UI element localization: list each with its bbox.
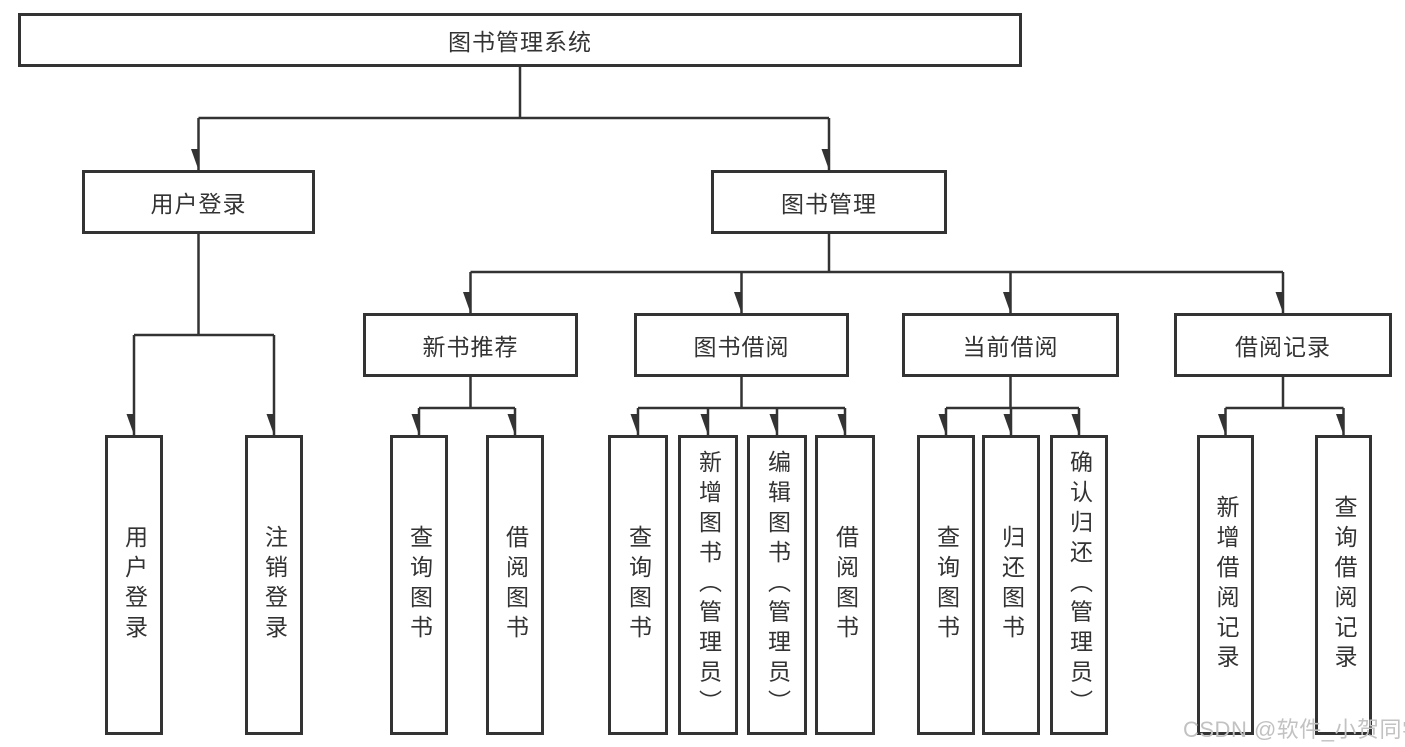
leaf-label: 确认归还（管理员） [1066,450,1093,720]
leaf-add-book-admin: 新增图书（管理员） [678,435,738,735]
node-new-book-recommend: 新书推荐 [363,313,578,377]
leaf-label: 借阅图书 [502,525,529,645]
leaf-query-books-borrow: 查询图书 [608,435,668,735]
leaf-borrow-books: 借阅图书 [815,435,875,735]
node-label: 新书推荐 [422,334,519,360]
leaf-label: 注销登录 [261,525,288,645]
csdn-watermark: CSDN @软件_小贺同学 [1183,717,1405,742]
leaf-user-login: 用户登录 [105,435,163,735]
leaf-logout: 注销登录 [245,435,303,735]
leaf-label: 查询借阅记录 [1331,495,1357,675]
leaf-confirm-return-admin: 确认归还（管理员） [1050,435,1108,735]
leaf-label: 用户登录 [121,525,148,645]
leaf-return-book: 归还图书 [982,435,1040,735]
leaf-label: 借阅图书 [832,525,859,645]
leaf-label: 查询图书 [625,525,652,645]
leaf-query-books-current: 查询图书 [917,435,975,735]
node-label: 用户登录 [150,191,247,217]
node-user-login: 用户登录 [82,170,315,234]
leaf-query-borrow-record: 查询借阅记录 [1315,435,1372,735]
leaf-label: 查询图书 [933,525,960,645]
node-book-borrow: 图书借阅 [634,313,849,377]
node-label: 图书管理 [781,191,877,217]
leaf-label: 查询图书 [406,525,433,645]
leaf-add-borrow-record: 新增借阅记录 [1197,435,1254,735]
node-label: 借阅记录 [1235,334,1331,360]
node-borrow-records: 借阅记录 [1174,313,1392,377]
leaf-label: 编辑图书（管理员） [764,450,791,720]
leaf-label: 新增借阅记录 [1213,495,1239,675]
leaf-label: 归还图书 [998,525,1025,645]
node-label: 当前借阅 [962,334,1059,360]
leaf-query-books-recommend: 查询图书 [390,435,448,735]
leaf-label: 新增图书（管理员） [695,450,722,720]
tree-lines [134,67,1344,410]
node-root-label: 图书管理系统 [448,29,592,55]
node-root: 图书管理系统 [18,13,1022,67]
leaf-edit-book-admin: 编辑图书（管理员） [747,435,807,735]
leaf-borrow-books-recommend: 借阅图书 [486,435,544,735]
node-label: 图书借阅 [693,334,790,360]
node-book-management: 图书管理 [711,170,947,234]
node-current-borrow: 当前借阅 [902,313,1119,377]
